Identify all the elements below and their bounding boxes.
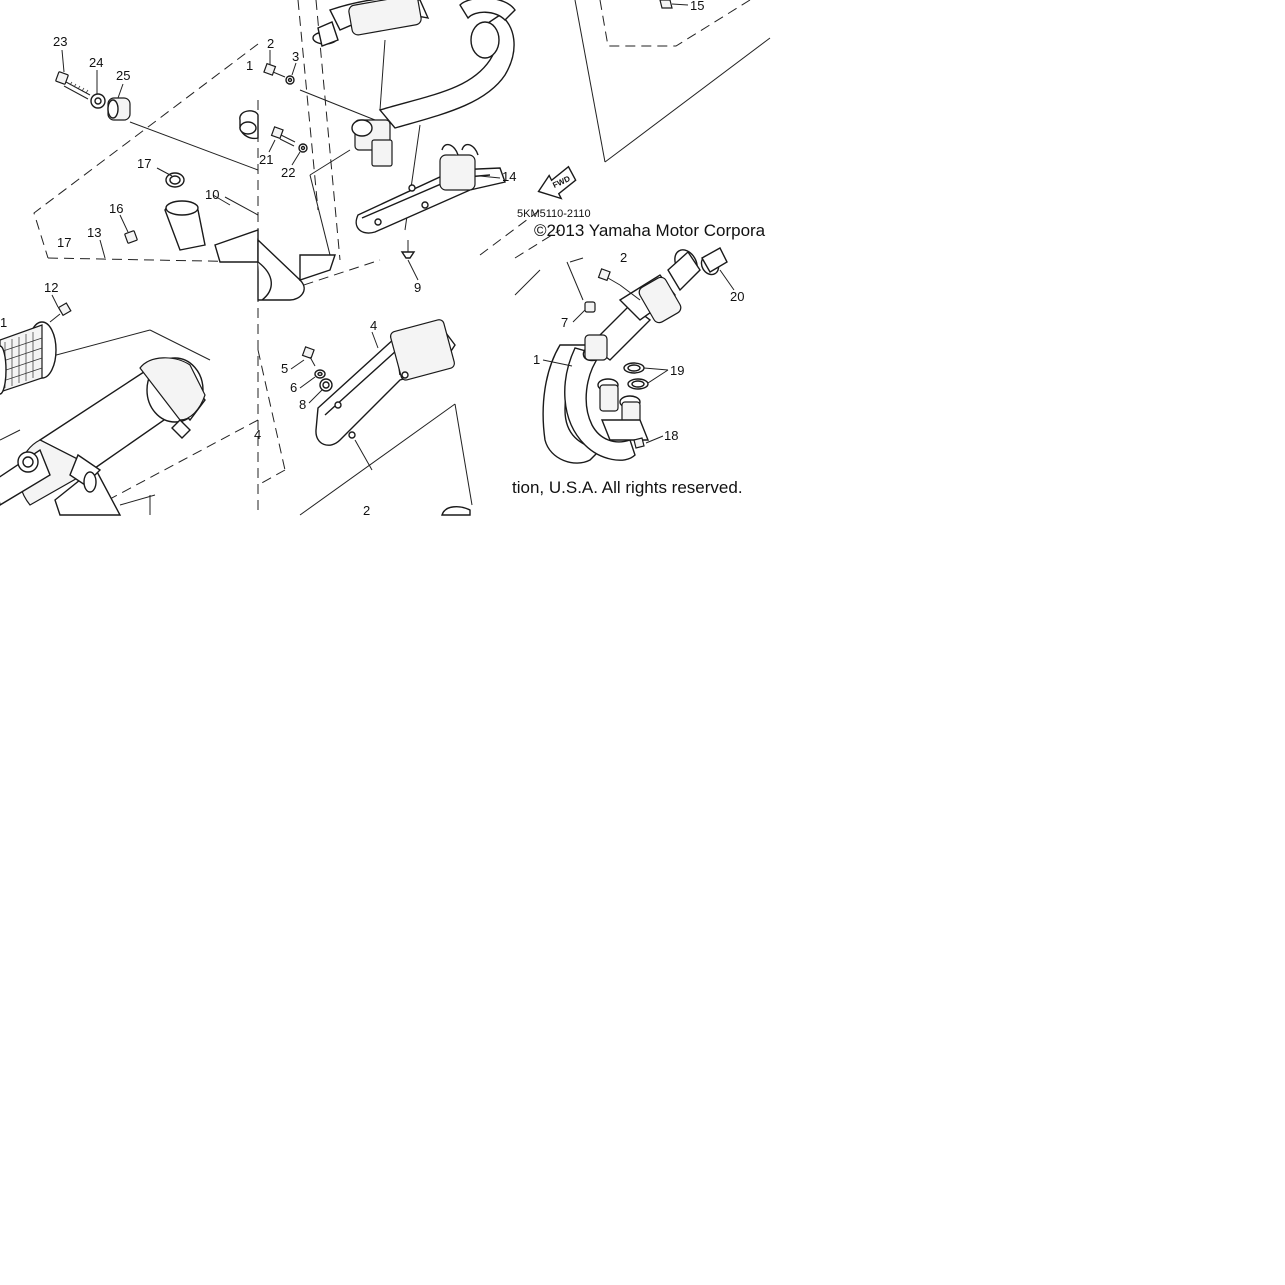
- heat-protector-4: [315, 319, 456, 446]
- gasket-19: [623, 362, 649, 390]
- callout-21: 21: [259, 152, 273, 167]
- callout-8: 8: [299, 397, 306, 412]
- exhaust-header-pipe: [542, 249, 701, 464]
- gasket-20: [700, 247, 728, 276]
- callout-18: 18: [664, 428, 678, 443]
- nut-15: [659, 0, 673, 9]
- callout-25: 25: [116, 68, 130, 83]
- collar-24: [90, 93, 106, 109]
- callout-24: 24: [89, 55, 103, 70]
- bolt-2-top: [263, 62, 295, 85]
- nut-7: [584, 301, 596, 313]
- spark-arrester-screen: [0, 321, 57, 395]
- callout-17: 17: [137, 156, 151, 171]
- callout-15: 15: [690, 0, 704, 13]
- bolt-12: [49, 302, 72, 323]
- bolt-21: [270, 126, 308, 153]
- copyright-line-2: tion, U.S.A. All rights reserved.: [512, 478, 743, 497]
- damper-25: [107, 97, 131, 121]
- callout-17-lower: 17: [57, 235, 71, 250]
- callout-2-right: 2: [620, 250, 627, 265]
- callout-numbers: 23 24 25 2 3 1 17 21 22 10 16 17 13 12 1…: [0, 0, 744, 518]
- copyright-line-1: ©2013 Yamaha Motor Corpora: [534, 221, 766, 240]
- callout-14: 14: [502, 169, 516, 184]
- bolt-2-right: [597, 268, 641, 301]
- leader-lines: [0, 0, 771, 516]
- callout-16: 16: [109, 201, 123, 216]
- callout-7: 7: [561, 315, 568, 330]
- pipe-section-10: [164, 200, 336, 301]
- callout-10: 10: [205, 187, 219, 202]
- pipe-clamp: [351, 119, 393, 167]
- part-code: 5KM5110-2110: [517, 208, 591, 220]
- callout-13: 13: [87, 225, 101, 240]
- callout-3: 3: [292, 49, 299, 64]
- clamp-17: [165, 172, 185, 188]
- collar-8: [319, 378, 333, 392]
- callout-2-bottom: 2: [363, 503, 370, 518]
- callout-23: 23: [53, 34, 67, 49]
- callout-1-right: 1: [533, 352, 540, 367]
- bolt-9: [400, 240, 419, 281]
- bolt-5: [301, 346, 316, 367]
- washer-6: [314, 369, 326, 379]
- callout-5: 5: [281, 361, 288, 376]
- clamp-11: [239, 110, 259, 140]
- callout-1-left: 1: [0, 315, 7, 330]
- callout-leaders: [51, 3, 735, 444]
- callout-4: 4: [370, 318, 377, 333]
- heat-protector-14: [355, 143, 506, 234]
- callout-20: 20: [730, 289, 744, 304]
- callout-1-partial: 1: [246, 58, 253, 73]
- pipe-fragment-bottom: [441, 506, 471, 516]
- callout-2: 2: [267, 36, 274, 51]
- nut-16: [124, 230, 138, 244]
- callout-22: 22: [281, 165, 295, 180]
- nut-18: [633, 437, 645, 449]
- bolt-23: [55, 71, 91, 100]
- callout-9: 9: [414, 280, 421, 295]
- callout-12: 12: [44, 280, 58, 295]
- exhaust-pipe-upper: [312, 0, 516, 129]
- callout-4-left: 4: [254, 427, 261, 442]
- muffler-body: [0, 357, 206, 516]
- fwd-arrow: [537, 165, 577, 200]
- callout-6: 6: [290, 380, 297, 395]
- callout-19: 19: [670, 363, 684, 378]
